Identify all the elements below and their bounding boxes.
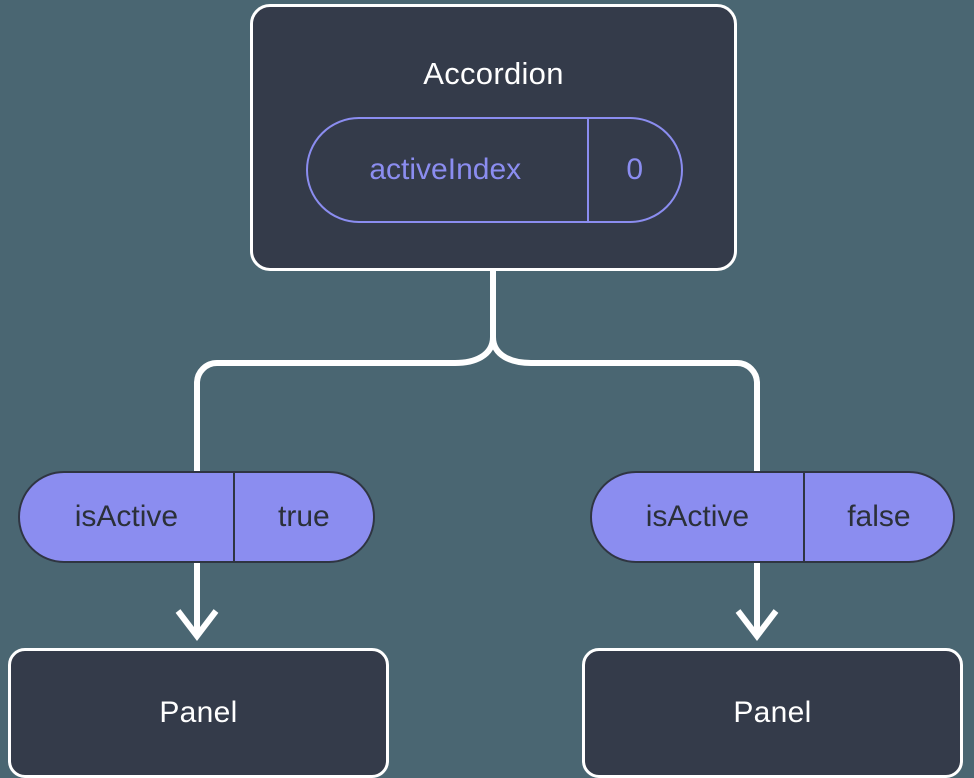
- panel-title-left: Panel: [159, 696, 238, 729]
- prop-value-active-index: 0: [586, 119, 681, 221]
- panel-component-box-right[interactable]: Panel: [582, 648, 963, 778]
- arrow-head-right: [735, 609, 779, 641]
- prop-key-is-active-false: isActive: [645, 500, 750, 533]
- prop-pill-is-active-true[interactable]: isActive true: [18, 471, 375, 563]
- prop-pill-active-index[interactable]: activeIndex 0: [306, 117, 683, 223]
- fork-branch-right: [490, 334, 760, 475]
- prop-key-is-active-true: isActive: [74, 500, 179, 533]
- accordion-title: Accordion: [423, 56, 564, 91]
- prop-pill-is-active-false[interactable]: isActive false: [590, 471, 955, 563]
- panel-component-box-left[interactable]: Panel: [8, 648, 389, 778]
- arrow-head-left: [175, 609, 219, 641]
- fork-branch-left: [194, 334, 496, 475]
- prop-key-active-index: activeIndex: [369, 153, 522, 186]
- panel-title-right: Panel: [733, 696, 812, 729]
- prop-value-is-active-false: false: [802, 473, 953, 561]
- prop-value-is-active-true: true: [232, 473, 373, 561]
